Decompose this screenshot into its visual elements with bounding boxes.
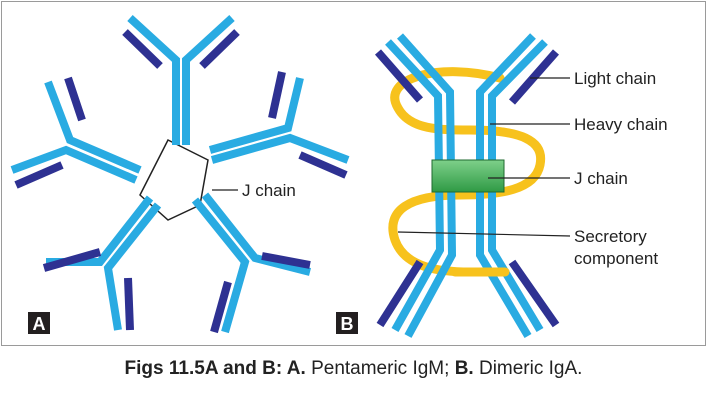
figure-caption: Figs 11.5A and B: A. Pentameric IgM; B. …	[0, 358, 707, 380]
panel-letter-b-box	[336, 312, 358, 334]
leader-secretory	[397, 231, 571, 237]
label-secretory-line1: Secretory	[574, 227, 647, 246]
light-chain-top-right	[508, 49, 560, 105]
panel-letter-a-box	[28, 312, 50, 334]
label-j-chain-a: J chain	[242, 181, 296, 200]
igm-monomer-bottom-left	[42, 195, 162, 331]
igm-monomer-bottom-right	[191, 192, 311, 334]
igm-monomer-right	[208, 71, 350, 179]
panel-a-igm-pentamer: J chain A	[10, 15, 350, 334]
j-chain-box	[431, 159, 505, 193]
panel-letter-b: B	[341, 314, 354, 334]
panel-letter-a: A	[33, 314, 46, 334]
light-chain-top-left	[374, 49, 424, 103]
j-chain-ring	[139, 138, 209, 221]
caption-part-b: Dimeric IgA.	[473, 358, 583, 379]
caption-part-a: Pentameric IgM;	[305, 358, 455, 379]
label-j-chain-b: J chain	[574, 169, 628, 188]
igm-monomer-top	[122, 15, 240, 145]
label-light-chain: Light chain	[574, 69, 656, 88]
secretory-component	[388, 67, 546, 277]
panel-b-iga-dimer: Light chain Heavy chain J chain Secretor…	[336, 33, 668, 339]
caption-b-marker: B.	[454, 358, 474, 379]
igm-monomer-left	[10, 76, 142, 189]
light-chain-bottom-right	[508, 259, 560, 328]
label-secretory-line2: component	[574, 249, 658, 268]
light-chain-bottom-left	[376, 259, 424, 328]
label-heavy-chain: Heavy chain	[574, 115, 668, 134]
caption-prefix: Figs 11.5A and B: A.	[124, 358, 306, 379]
